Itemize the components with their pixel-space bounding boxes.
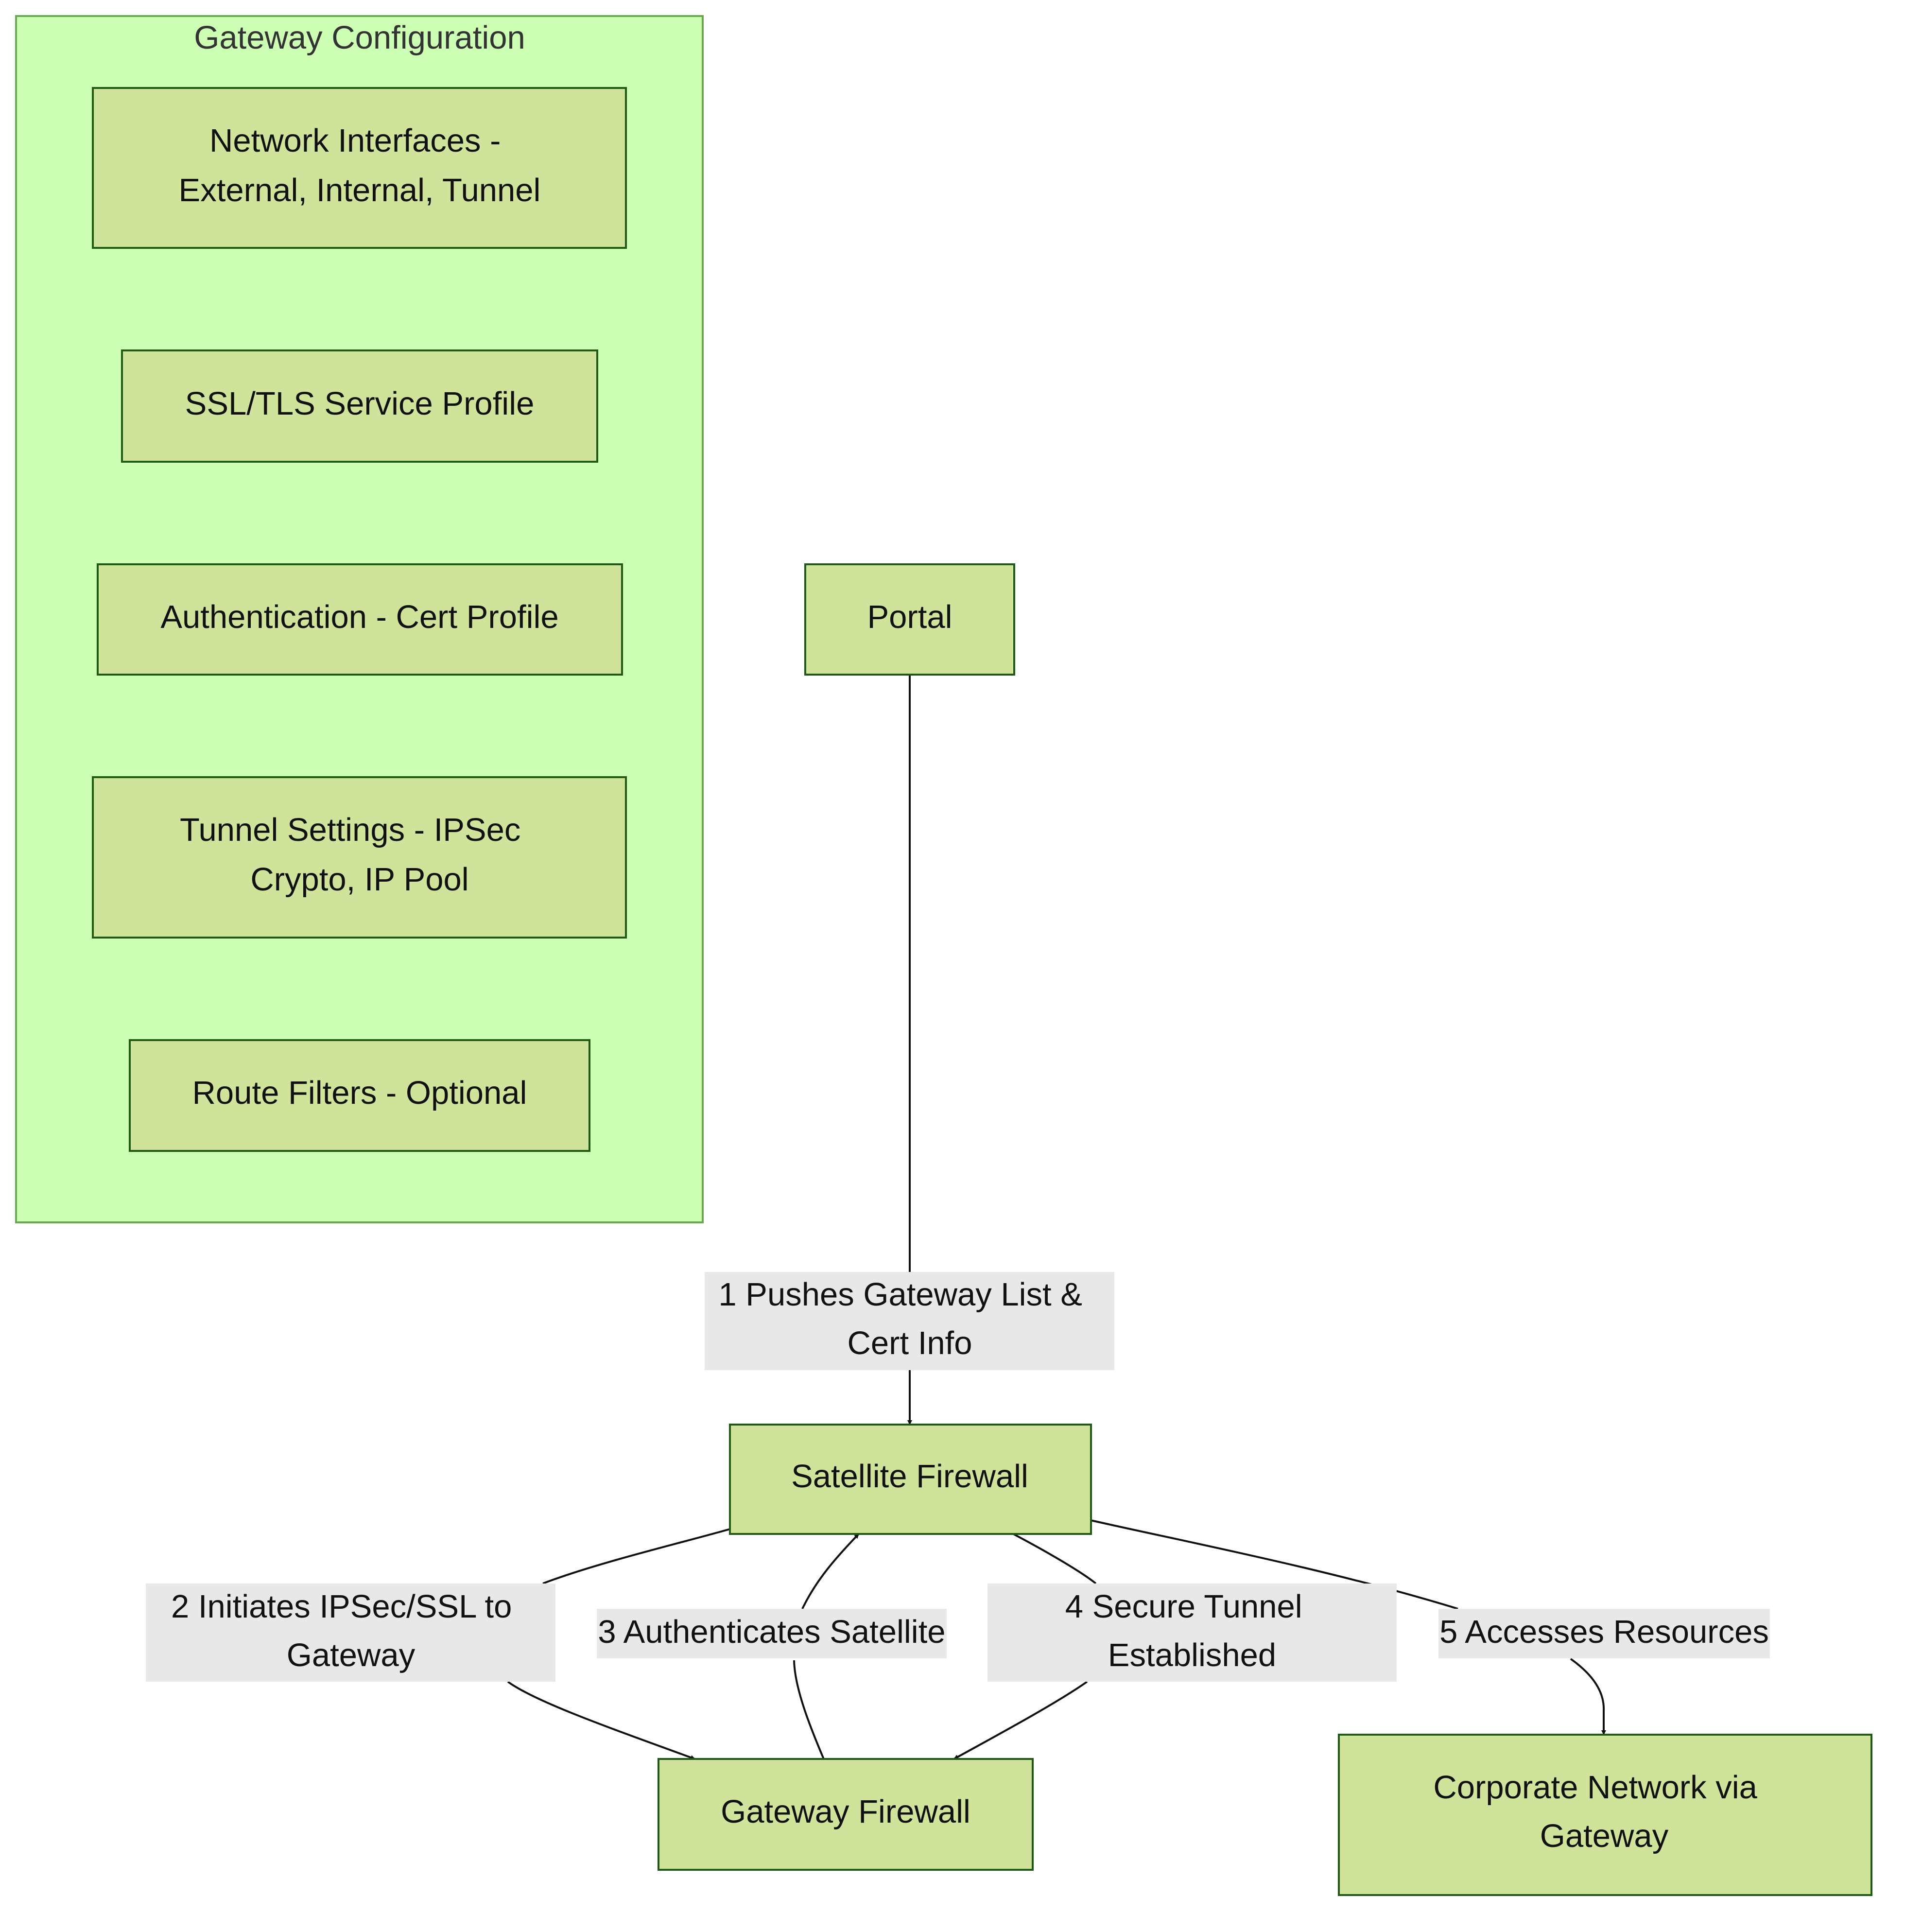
svg-text:Route Filters - Optional: Route Filters - Optional xyxy=(192,1075,527,1111)
edge-label-1: 1 Pushes Gateway List & Cert Info xyxy=(705,1272,1114,1370)
node-label-line: Corporate Network via xyxy=(1433,1769,1757,1806)
node-label-line: Portal xyxy=(867,599,952,635)
node-route-filters[interactable]: Route Filters - Optional xyxy=(129,1039,590,1152)
edge-label-line: 3 Authenticates Satellite xyxy=(598,1614,945,1650)
edge-tunnel-established xyxy=(954,1533,1097,1759)
svg-text:Portal: Portal xyxy=(867,599,952,635)
node-label-line: Crypto, IP Pool xyxy=(250,861,468,898)
edge-label-line: Gateway xyxy=(287,1637,416,1673)
node-tunnel-settings[interactable]: Tunnel Settings - IPSec Crypto, IP Pool xyxy=(92,776,627,939)
edge-label-3: 3 Authenticates Satellite xyxy=(597,1609,947,1658)
edge-label-line: 1 Pushes Gateway List & xyxy=(718,1276,1082,1313)
node-label-line: Gateway xyxy=(1540,1818,1669,1854)
svg-text:3 Authenticates Satellite: 3 Authenticates Satellite xyxy=(598,1614,945,1650)
node-authentication-cert-profile[interactable]: Authentication - Cert Profile xyxy=(97,563,623,676)
edge-label-line: 2 Initiates IPSec/SSL to xyxy=(171,1588,512,1625)
edge-label-line: Cert Info xyxy=(848,1325,972,1361)
edge-label-line: 4 Secure Tunnel xyxy=(1065,1588,1302,1625)
svg-text:Corporate Network via Ga: Corporate Network via Gateway xyxy=(1433,1769,1766,1854)
node-satellite-firewall[interactable]: Satellite Firewall xyxy=(729,1424,1092,1535)
edge-gateway-to-satellite xyxy=(793,1534,859,1759)
node-portal[interactable]: Portal xyxy=(804,563,1015,676)
edge-label-line: 5 Accesses Resources xyxy=(1439,1614,1769,1650)
svg-text:1 Pushes Gateway List &: 1 Pushes Gateway List & Cert Info xyxy=(718,1276,1091,1361)
svg-text:Gateway Firewall: Gateway Firewall xyxy=(721,1793,970,1830)
node-label-line: External, Internal, Tunnel xyxy=(179,172,541,209)
edge-label-5: 5 Accesses Resources xyxy=(1438,1609,1770,1658)
node-corporate-network[interactable]: Corporate Network via Gateway xyxy=(1338,1734,1872,1896)
svg-text:Tunnel Settings - IPSec: Tunnel Settings - IPSec Crypto, IP Pool xyxy=(180,812,530,898)
svg-text:5 Accesses Resources: 5 Accesses Resources xyxy=(1439,1614,1769,1650)
svg-text:SSL/TLS Service Profile: SSL/TLS Service Profile xyxy=(185,385,535,422)
svg-text:4 Secure Tunnel Establis: 4 Secure Tunnel Established xyxy=(1065,1588,1312,1673)
svg-text:Satellite Firewall: Satellite Firewall xyxy=(791,1458,1028,1495)
node-label-line: Tunnel Settings - IPSec xyxy=(180,812,520,848)
svg-text:Network Interfaces - Ext: Network Interfaces - External, Internal,… xyxy=(179,122,541,209)
svg-text:2 Initiates IPSec/SSL to: 2 Initiates IPSec/SSL to Gateway xyxy=(171,1588,521,1673)
edge-satellite-to-corporate xyxy=(1091,1519,1604,1735)
edge-label-line: Established xyxy=(1108,1637,1276,1673)
node-label-line: Gateway Firewall xyxy=(721,1793,970,1830)
edge-label-4: 4 Secure Tunnel Established xyxy=(987,1584,1397,1682)
node-label-line: Route Filters - Optional xyxy=(192,1075,527,1111)
node-ssl-tls-service-profile[interactable]: SSL/TLS Service Profile xyxy=(121,349,598,463)
node-label-line: SSL/TLS Service Profile xyxy=(185,385,535,422)
node-label-line: Authentication - Cert Profile xyxy=(160,599,558,635)
node-label-line: Network Interfaces - xyxy=(209,122,501,159)
edge-satellite-to-gateway xyxy=(507,1528,730,1759)
svg-text:Authentication - Cert Profile: Authentication - Cert Profile xyxy=(160,599,558,635)
node-label-line: Satellite Firewall xyxy=(791,1458,1028,1495)
cluster-title: Gateway Configuration xyxy=(194,19,525,56)
node-network-interfaces[interactable]: Network Interfaces - External, Internal,… xyxy=(92,87,627,249)
node-gateway-firewall[interactable]: Gateway Firewall xyxy=(658,1758,1034,1871)
edge-label-2: 2 Initiates IPSec/SSL to Gateway xyxy=(146,1584,555,1682)
